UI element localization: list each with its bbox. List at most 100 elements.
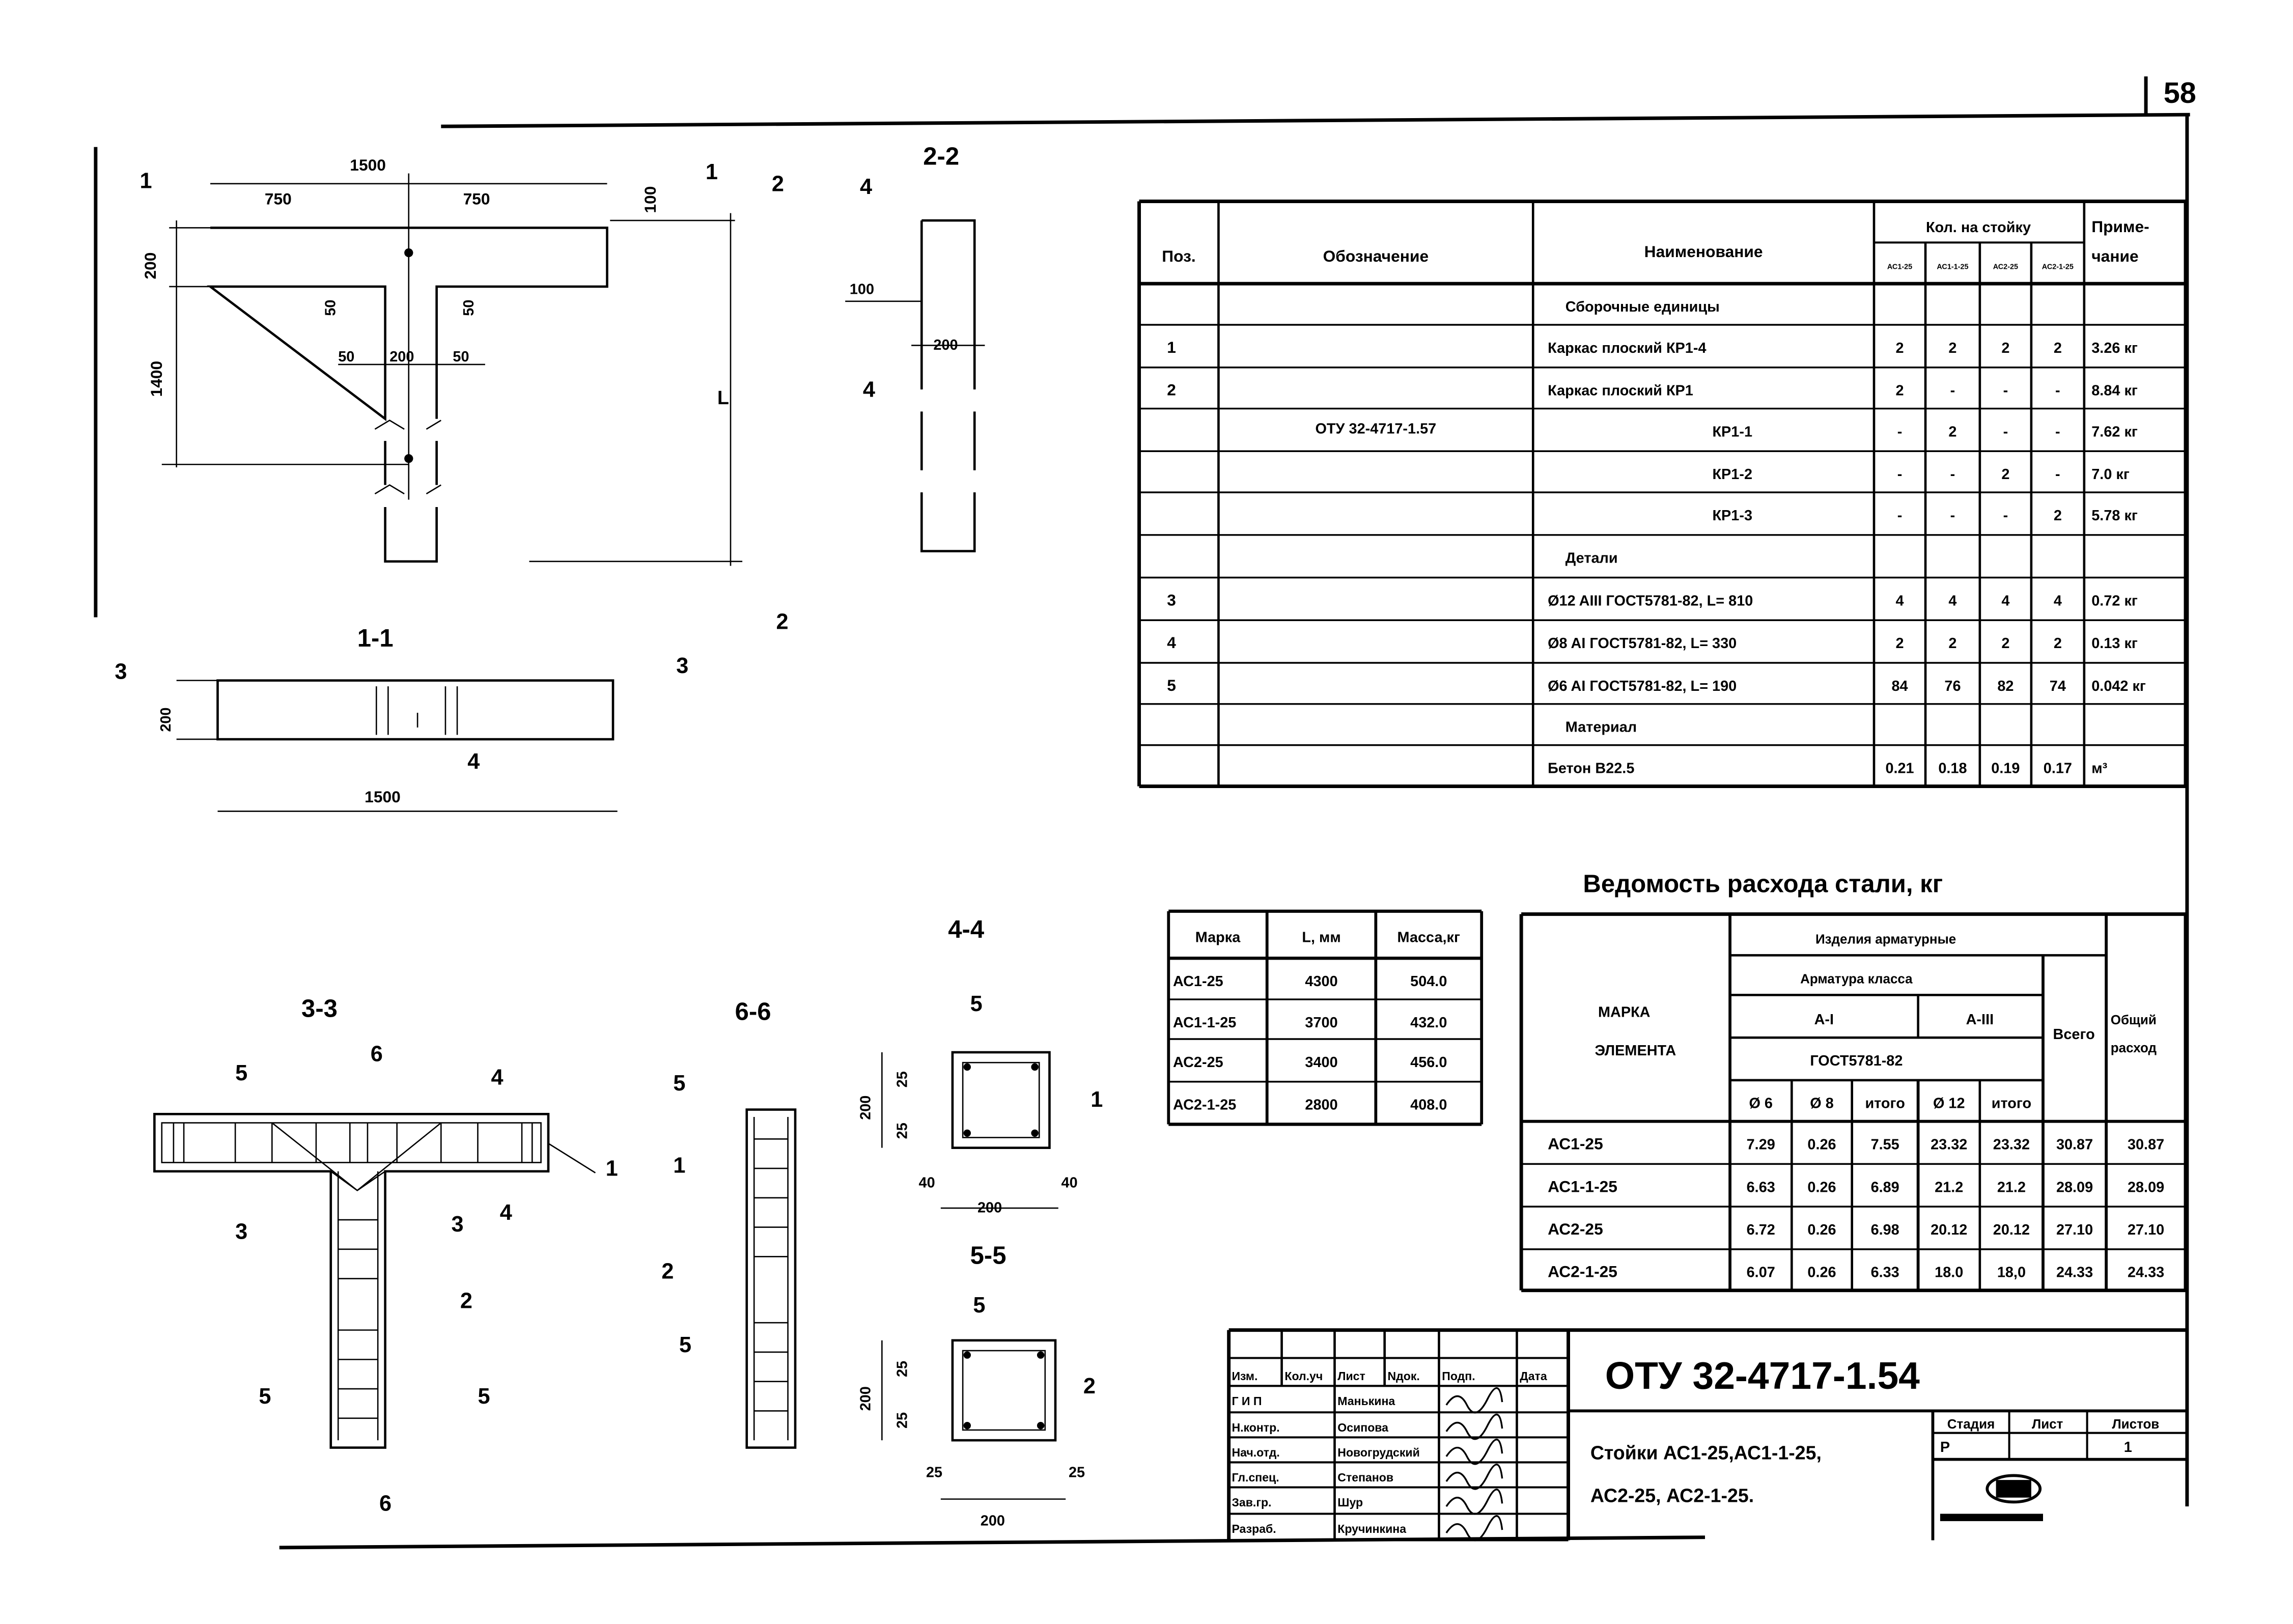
header-a1: А-I xyxy=(1814,1012,1834,1028)
stage-label: Стадия xyxy=(1947,1416,1995,1432)
dim-50-c: 50 xyxy=(338,349,354,365)
cell: АС2-1-25 xyxy=(1173,1097,1236,1113)
cell: 3700 xyxy=(1305,1015,1337,1031)
dim-1500-11: 1500 xyxy=(365,788,401,806)
cell: АС1-1-25 xyxy=(1173,1015,1236,1031)
dim-40-44b: 40 xyxy=(1061,1175,1078,1191)
dim-200-44h: 200 xyxy=(977,1200,1002,1216)
row-pos: 5 xyxy=(1167,676,1176,694)
row-qty: - xyxy=(1950,508,1955,524)
company-logo xyxy=(1940,1474,2043,1521)
pos-4-a: 4 xyxy=(860,175,872,199)
cut-2-top: 2 xyxy=(772,172,784,196)
signature xyxy=(1445,1489,1503,1515)
row-qty: - xyxy=(1897,466,1903,483)
row-value: 6.07 xyxy=(1747,1265,1775,1281)
dim-25-44a: 25 xyxy=(894,1071,910,1087)
sheet-frame xyxy=(94,76,2190,1550)
cell: АС2-25 xyxy=(1173,1054,1223,1071)
cell: 4300 xyxy=(1305,973,1337,990)
row-value: 0.26 xyxy=(1807,1179,1836,1195)
header-name: Наименование xyxy=(1644,242,1763,261)
row-qty: 2 xyxy=(1948,635,1956,652)
person-name: Шур xyxy=(1337,1496,1363,1509)
dim-50-d: 50 xyxy=(453,349,469,365)
row-value: 0.26 xyxy=(1807,1137,1836,1153)
section-2-2-title: 2-2 xyxy=(923,143,959,170)
pos-1-33: 1 xyxy=(606,1157,618,1181)
row-qty: - xyxy=(2055,383,2060,399)
sheet-number: 58 xyxy=(2164,77,2196,109)
rev-header: Кол.уч xyxy=(1284,1369,1323,1383)
role-label: Разраб. xyxy=(1232,1522,1276,1535)
row-qty: 4 xyxy=(1948,593,1956,609)
pos-2-33: 2 xyxy=(460,1289,472,1313)
row-value: 18.0 xyxy=(1935,1265,1963,1281)
cut-4-bottom: 4 xyxy=(500,1200,512,1225)
row-value: 0.26 xyxy=(1807,1222,1836,1238)
dim-200-55h: 200 xyxy=(981,1513,1005,1529)
dim-1400-plan: 1400 xyxy=(147,361,165,397)
header-qty-col: АС2-1-25 xyxy=(2042,263,2074,271)
row-value: 27.10 xyxy=(2128,1222,2164,1238)
header-qty: Кол. на стойку xyxy=(1926,219,2031,236)
row-note: 5.78 кг xyxy=(2091,508,2138,524)
section-label: Сборочные единицы xyxy=(1565,299,1720,315)
row-name: КР1-3 xyxy=(1712,508,1752,524)
row-qty: - xyxy=(1897,424,1903,440)
header-mark: ЭЛЕМЕНТА xyxy=(1595,1043,1676,1059)
signature xyxy=(1445,1464,1503,1490)
row-value: 21.2 xyxy=(1935,1179,1963,1195)
dim-200-stem: 200 xyxy=(389,349,414,365)
section-1-1-title: 1-1 xyxy=(357,625,394,652)
row-pos: 1 xyxy=(1167,338,1176,356)
header-overall: расход xyxy=(2111,1040,2157,1055)
header-subcol: Ø 12 xyxy=(1933,1096,1965,1112)
document-description: АС2-25, АС2-1-25. xyxy=(1590,1485,1754,1506)
rev-header: Лист xyxy=(1337,1369,1365,1383)
row-name: Ø8 AI ГОСТ5781-82, L= 330 xyxy=(1548,635,1737,652)
rev-header: Изм. xyxy=(1232,1369,1257,1383)
section-5-5 xyxy=(881,1339,1066,1500)
row-pos: 3 xyxy=(1167,591,1176,609)
cut-4-top: 4 xyxy=(491,1066,503,1090)
row-value: 7.55 xyxy=(1871,1137,1899,1153)
dim-100-22: 100 xyxy=(850,281,874,297)
row-name: КР1-2 xyxy=(1712,466,1752,483)
row-qty: 2 xyxy=(1895,635,1904,652)
rev-header: Подп. xyxy=(1442,1369,1475,1383)
cut-6-bottom: 6 xyxy=(379,1492,392,1516)
row-mark: АС1-25 xyxy=(1548,1135,1603,1153)
pos-4-11: 4 xyxy=(467,749,480,774)
row-qty: 2 xyxy=(1895,383,1904,399)
cut-3-right: 3 xyxy=(676,654,688,678)
cell: 3400 xyxy=(1305,1054,1337,1071)
row-value: 6.33 xyxy=(1871,1265,1899,1281)
signature xyxy=(1445,1515,1503,1542)
role-label: Г И П xyxy=(1232,1394,1262,1408)
row-value: 20.12 xyxy=(1993,1222,2030,1238)
dim-L: L xyxy=(717,387,729,408)
row-name: Ø6 AI ГОСТ5781-82, L= 190 xyxy=(1548,678,1737,694)
header-class: Арматура класса xyxy=(1800,971,1913,986)
row-qty: - xyxy=(2003,508,2008,524)
pos-5-55: 5 xyxy=(973,1293,985,1318)
header-pos: Поз. xyxy=(1162,247,1195,265)
row-qty: - xyxy=(2003,424,2008,440)
section-label: Материал xyxy=(1565,719,1637,736)
dim-200-22: 200 xyxy=(933,337,958,353)
role-label: Гл.спец. xyxy=(1232,1471,1279,1484)
cut-2-bottom: 2 xyxy=(776,610,789,634)
row-qty: 2 xyxy=(2001,635,2009,652)
rev-header: Nдок. xyxy=(1387,1369,1419,1383)
dim-25-55c: 25 xyxy=(926,1464,942,1480)
row-value: 23.32 xyxy=(1931,1137,1967,1153)
row-value: 6.89 xyxy=(1871,1179,1899,1195)
signature xyxy=(1445,1387,1503,1414)
row-qty: 4 xyxy=(2054,593,2062,609)
row-name: Каркас плоский КР1-4 xyxy=(1548,340,1706,356)
